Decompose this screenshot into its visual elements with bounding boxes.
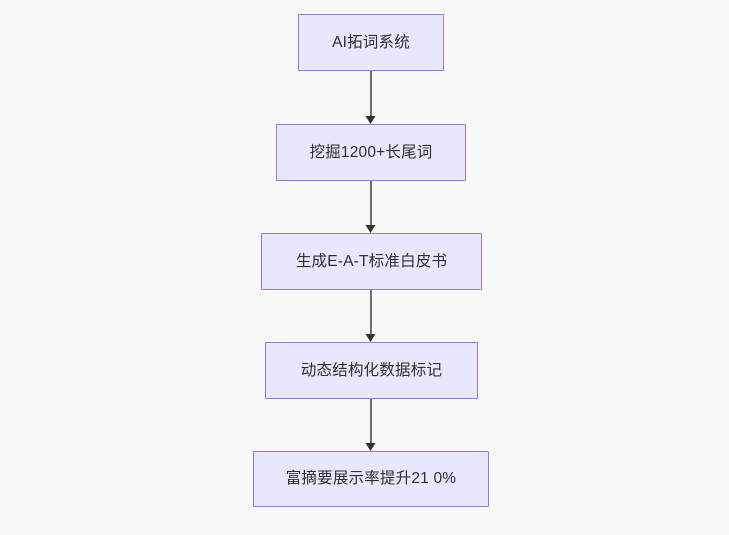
- arrow-head-icon: [365, 333, 376, 342]
- arrow-head-icon: [365, 224, 376, 233]
- flow-node-label: 生成E-A-T标准白皮书: [295, 252, 448, 270]
- flow-edge-line: [370, 399, 372, 444]
- flow-node-generate-eat-whitepaper[interactable]: 生成E-A-T标准白皮书: [261, 233, 482, 290]
- flow-edge-line: [370, 71, 372, 117]
- flow-node-label: 富摘要展示率提升21 0%: [285, 470, 457, 488]
- arrow-head-icon: [365, 115, 376, 124]
- flow-node-dynamic-structured-data-markup[interactable]: 动态结构化数据标记: [265, 342, 478, 399]
- flow-node-label: AI拓词系统: [332, 33, 410, 51]
- flow-node-rich-snippet-rate-increase[interactable]: 富摘要展示率提升21 0%: [253, 451, 489, 507]
- arrow-head-icon: [365, 442, 376, 451]
- flow-edge-line: [370, 181, 372, 226]
- flow-node-mine-longtail-keywords[interactable]: 挖掘1200+长尾词: [276, 124, 466, 181]
- flow-node-label: 挖掘1200+长尾词: [309, 143, 433, 161]
- flow-node-ai-keyword-system[interactable]: AI拓词系统: [298, 14, 444, 71]
- flow-edge-line: [370, 290, 372, 335]
- flow-node-label: 动态结构化数据标记: [300, 361, 443, 379]
